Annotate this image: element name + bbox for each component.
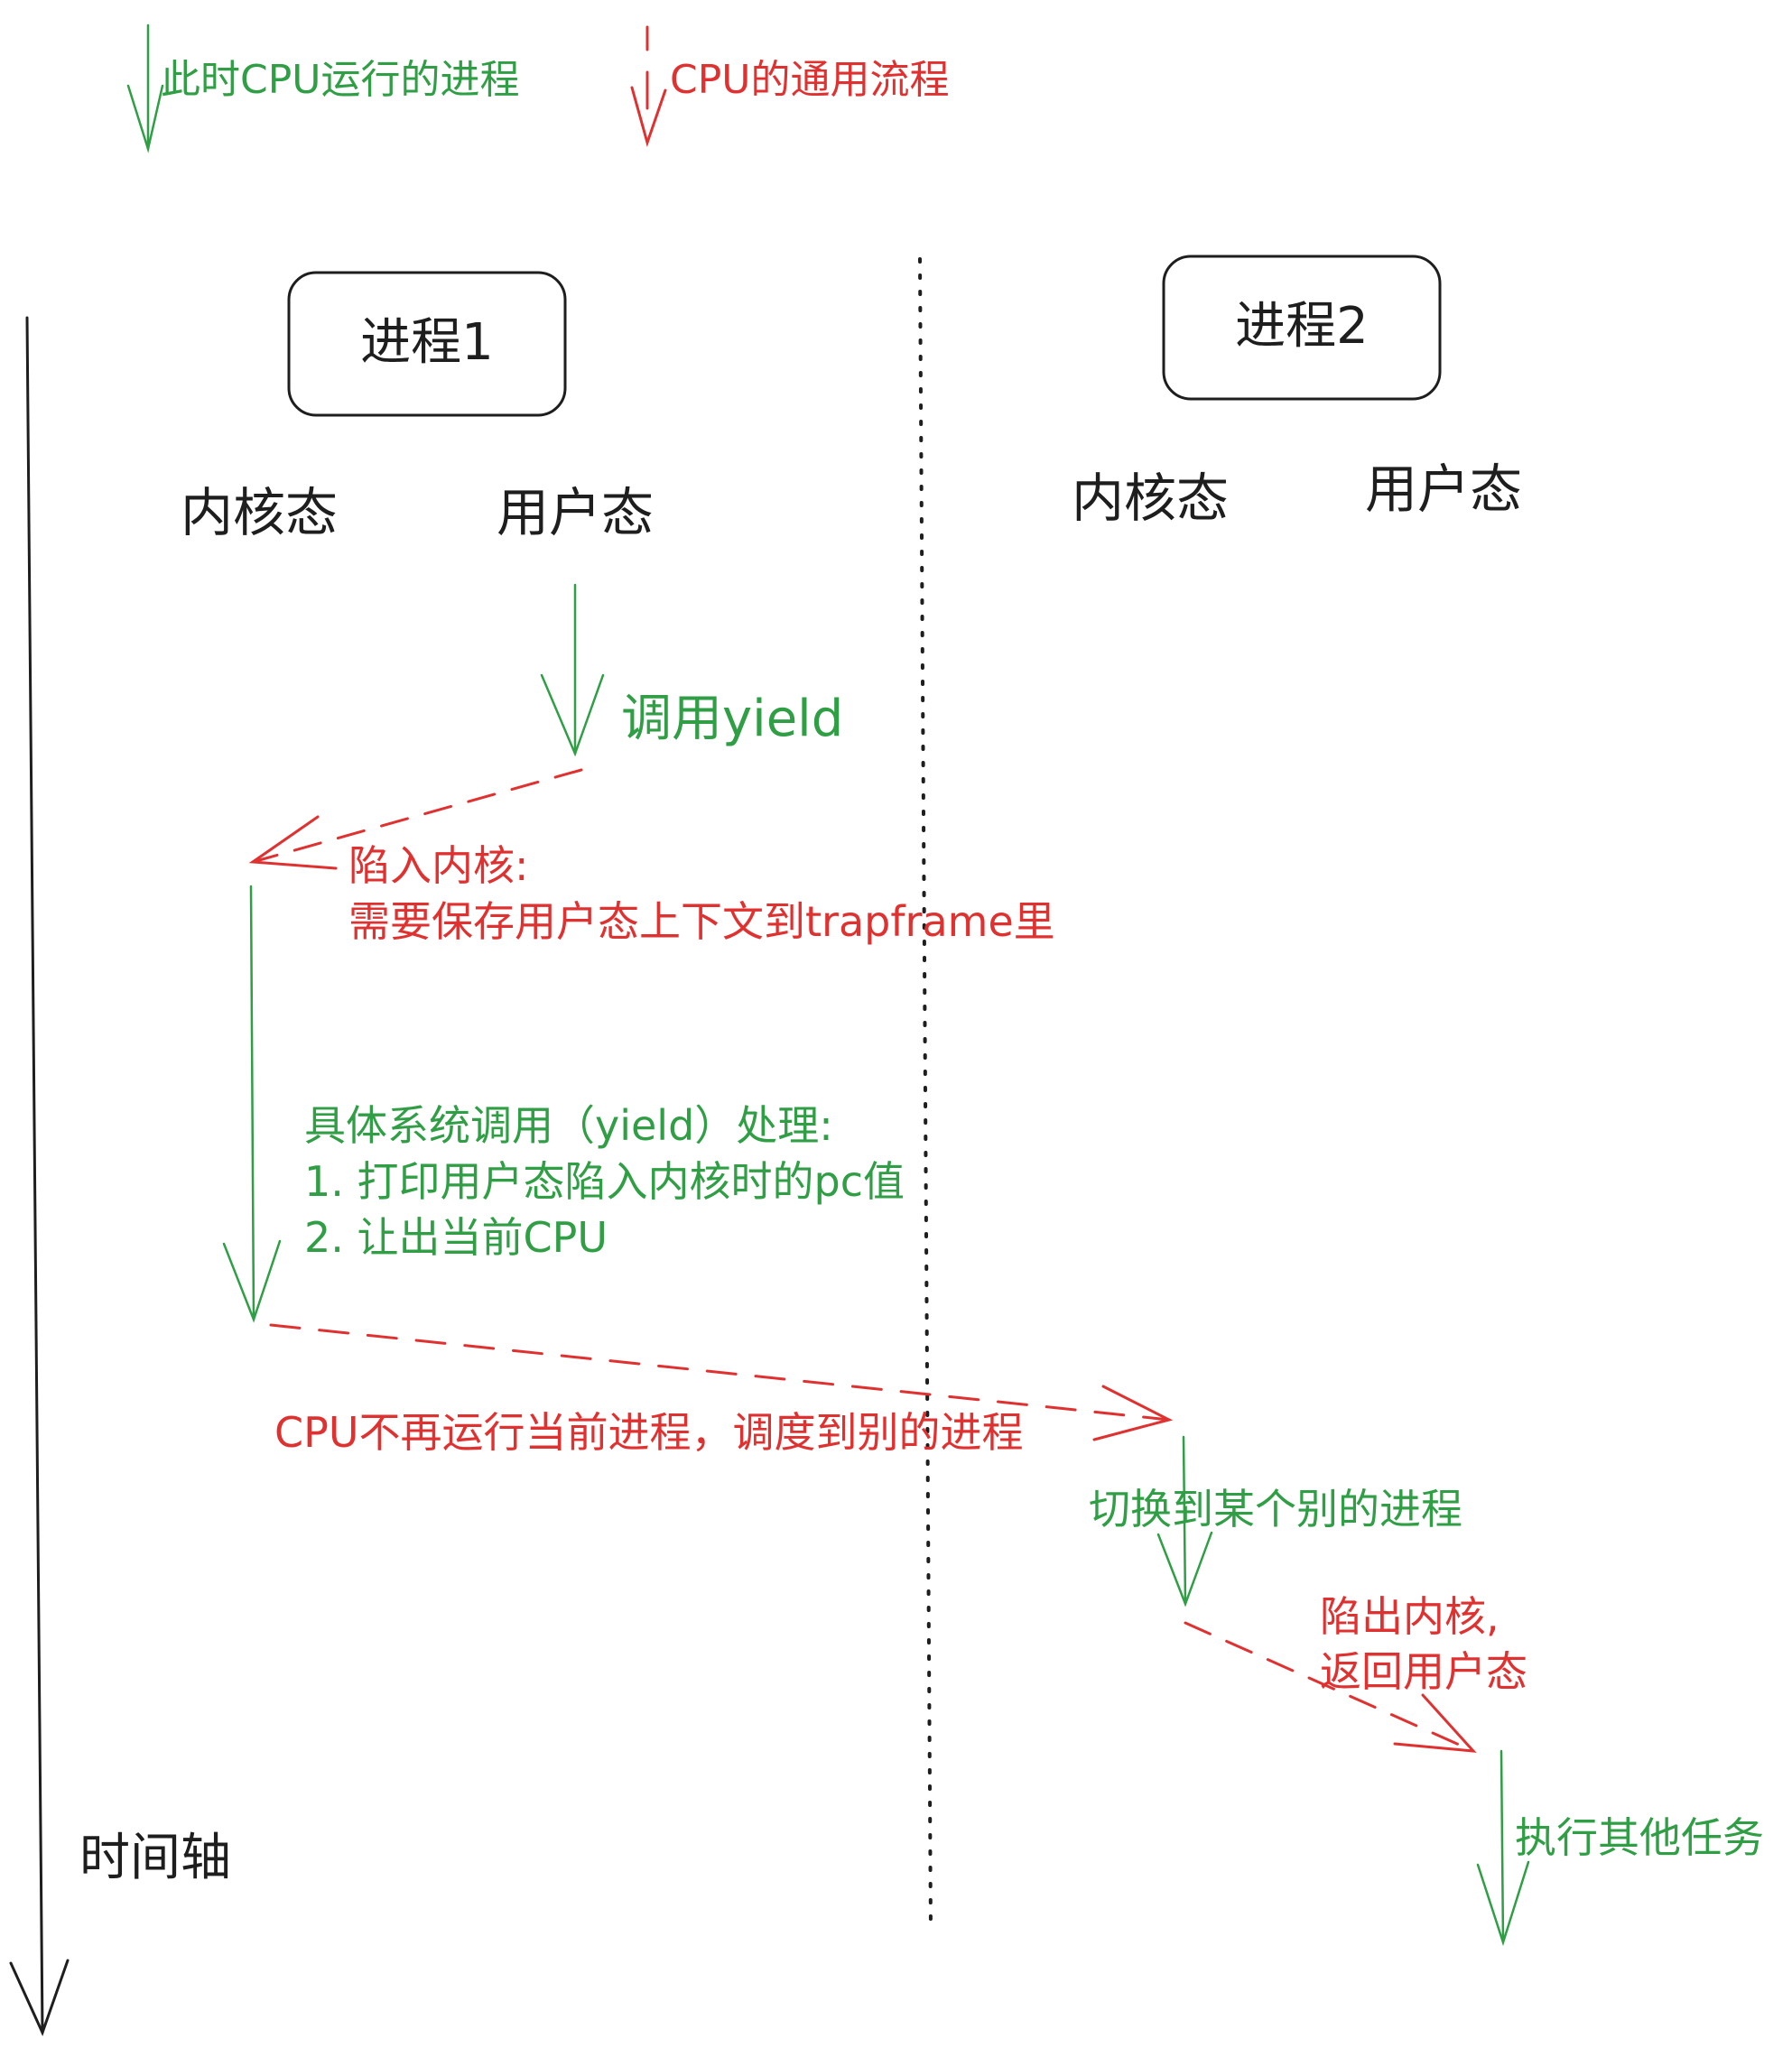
process2-box: 进程2 [1162, 255, 1442, 401]
switch-process-label: 切换到某个别的进程 [1089, 1485, 1462, 1533]
process1-box: 进程1 [287, 271, 567, 417]
process2-kernel-label: 内核态 [1072, 468, 1229, 529]
process2-kernel-run-arrow [1156, 1435, 1213, 1608]
time-axis-label: 时间轴 [79, 1829, 231, 1887]
process1-user-label: 用户态 [497, 482, 654, 543]
time-axis [9, 316, 70, 2037]
trap-into-kernel-line2: 需要保存用户态上下文到trapframe里 [348, 897, 1055, 946]
schedule-label: CPU不再运行当前进程，调度到别的进程 [274, 1408, 1024, 1457]
return-to-user-arrow [1184, 1621, 1477, 1753]
legend-red-dashed-arrow [630, 25, 667, 148]
process1-kernel-label: 内核态 [181, 482, 338, 543]
process1-user-run-arrow [540, 583, 605, 757]
syscall-handling-line2: 1. 打印用户态陷入内核时的pc值 [304, 1157, 905, 1206]
process2-user-run-arrow [1476, 1749, 1530, 1947]
legend-cpu-flow-label: CPU的通用流程 [670, 57, 949, 103]
syscall-handling-line3: 2. 让出当前CPU [304, 1213, 608, 1262]
other-tasks-label: 执行其他任务 [1515, 1813, 1764, 1862]
process2-user-label: 用户态 [1365, 459, 1522, 520]
schedule-arrow [269, 1323, 1174, 1441]
legend-green-arrow [126, 23, 164, 153]
process-divider [918, 257, 933, 1932]
process1-title: 进程1 [360, 313, 494, 372]
syscall-handling-line1: 具体系统调用（yield）处理: [304, 1101, 833, 1150]
trap-into-kernel-arrow [248, 768, 583, 870]
process1-kernel-run-arrow [222, 885, 282, 1323]
return-to-user-line1: 陷出内核, [1320, 1592, 1500, 1641]
call-yield-label: 调用yield [621, 690, 843, 748]
process2-title: 进程2 [1235, 297, 1369, 356]
legend-current-process-label: 此时CPU运行的进程 [161, 57, 519, 103]
legend: 此时CPU运行的进程 CPU的通用流程 [126, 23, 949, 153]
return-to-user-line2: 返回用户态 [1320, 1647, 1527, 1696]
trap-into-kernel-line1: 陷入内核: [348, 841, 529, 890]
